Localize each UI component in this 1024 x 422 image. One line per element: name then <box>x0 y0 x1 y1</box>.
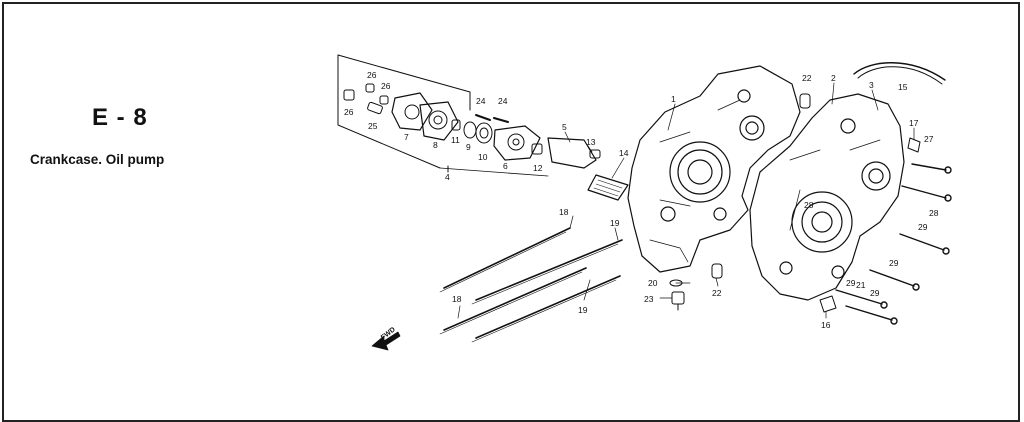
part-label: 20 <box>648 278 658 288</box>
part-label: 26 <box>381 81 391 91</box>
crankcase-bolts <box>835 163 952 325</box>
part-label: 15 <box>898 82 908 92</box>
part-label: 18 <box>559 207 569 217</box>
left-crankcase-half <box>627 65 801 273</box>
part-label: 11 <box>451 135 460 145</box>
oil-pump-cover-parts <box>343 83 601 169</box>
part-label: 23 <box>644 294 654 304</box>
part-label: 28 <box>929 208 939 218</box>
part-label: 12 <box>533 163 543 173</box>
page-title: E - 8 <box>92 104 148 131</box>
part-label: 29 <box>846 278 856 288</box>
fwd-arrow-icon <box>371 331 401 351</box>
drain-bolt <box>669 279 685 311</box>
part-label: 29 <box>918 222 928 232</box>
part-label: 27 <box>924 134 934 144</box>
part-label: 24 <box>498 96 508 106</box>
part-label: 16 <box>821 320 831 330</box>
part-label: 19 <box>610 218 620 228</box>
leader-lines <box>457 82 915 319</box>
dowel-pins <box>711 93 811 279</box>
part-label: 13 <box>586 137 596 147</box>
part-label: 7 <box>404 132 409 142</box>
part-label: 26 <box>367 70 377 80</box>
part-label: 22 <box>802 73 812 83</box>
part-label: 25 <box>368 121 378 131</box>
part-label: 4 <box>445 172 450 182</box>
crankcase-studs <box>439 227 623 343</box>
part-label: 22 <box>712 288 722 298</box>
part-label: 24 <box>476 96 486 106</box>
part-label: 3 <box>869 80 874 90</box>
page-subtitle: Crankcase. Oil pump <box>30 152 165 167</box>
part-label: 9 <box>466 142 471 152</box>
part-label: 5 <box>562 122 567 132</box>
part-label: 21 <box>856 280 866 290</box>
part-label: 1 <box>671 94 676 104</box>
part-labels: 1 2 3 4 5 6 7 8 9 10 11 12 13 14 15 16 1… <box>344 70 939 330</box>
part-label: 28 <box>804 200 814 210</box>
oil-strainer-screen <box>587 174 629 201</box>
small-fittings <box>819 137 921 313</box>
part-label: 19 <box>578 305 588 315</box>
part-label: 8 <box>433 140 438 150</box>
part-label: 10 <box>478 152 488 162</box>
breather-hose <box>853 62 946 85</box>
part-label: 6 <box>503 161 508 171</box>
part-label: 29 <box>870 288 880 298</box>
part-label: 26 <box>344 107 354 117</box>
part-label: 2 <box>831 73 836 83</box>
right-crankcase-half <box>749 93 905 301</box>
oil-pump-bracket-lines <box>337 54 549 177</box>
part-label: 17 <box>909 118 919 128</box>
part-label: 29 <box>889 258 899 268</box>
part-label: 14 <box>619 148 629 158</box>
part-label: 18 <box>452 294 462 304</box>
